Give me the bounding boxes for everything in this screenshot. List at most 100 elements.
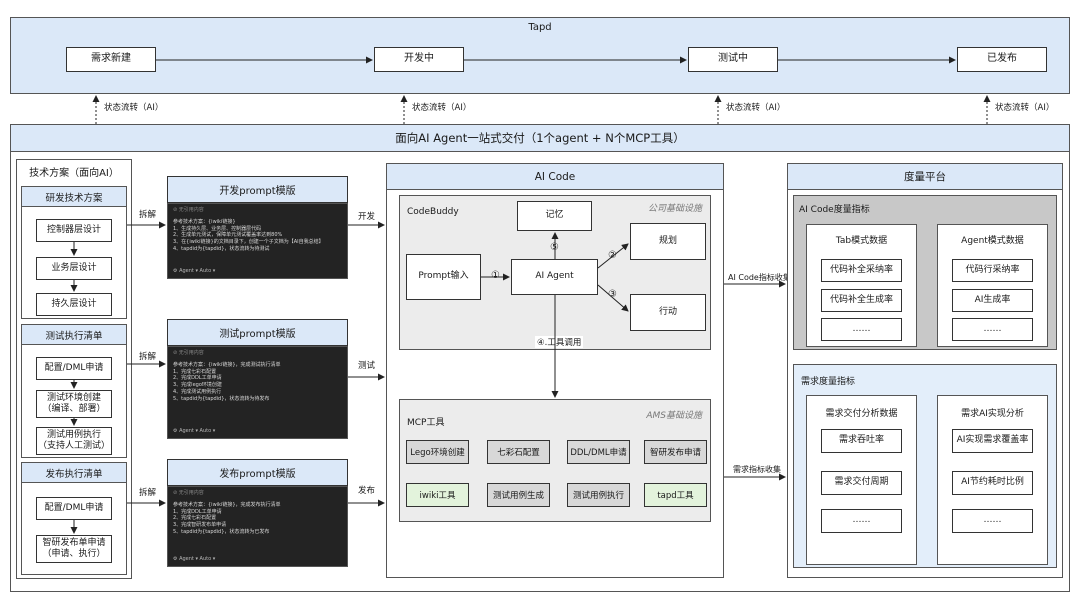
tapd-panel: Tapd xyxy=(10,17,1070,94)
mcp-iwiki[interactable]: iwiki工具 xyxy=(406,483,469,507)
test-template-body: ⊘ 无引用内容 参考技术方案：{iwiki链接}，完成测试执行清单 1、完成七彩… xyxy=(167,346,348,439)
rd-service[interactable]: 业务层设计 xyxy=(36,257,112,280)
out-label-dev: 开发 xyxy=(358,212,376,222)
agent-metric-1[interactable]: 代码行采纳率 xyxy=(952,259,1033,282)
dev-template-line: 参考技术方案：{iwiki链接} xyxy=(173,218,236,225)
test-template-line: 2、完成DDL工单申请 xyxy=(173,375,222,382)
tech-title: 技术方案（面向AI） xyxy=(29,168,119,179)
test-template-line: 3、完成lego环境创建 xyxy=(173,382,222,388)
step3-label: ③ xyxy=(608,289,617,300)
tab-metric-1[interactable]: 代码补全采纳率 xyxy=(821,259,902,282)
collect-req-label: 需求指标收集 xyxy=(733,465,781,474)
test-template-header: ⊘ 无引用内容 xyxy=(173,350,204,356)
action-box[interactable]: 行动 xyxy=(630,294,706,331)
dev-template-header: ⊘ 无引用内容 xyxy=(173,207,204,213)
rd-controller[interactable]: 控制器层设计 xyxy=(36,219,112,242)
step5-label: ⑤ xyxy=(550,242,559,253)
stage-dev[interactable]: 开发中 xyxy=(374,47,464,72)
dev-template-line: 2、生成单元测试，保障单元测试覆盖率达到80% xyxy=(173,232,283,239)
mcp-testgen[interactable]: 测试用例生成 xyxy=(487,483,550,507)
split-label-dev: 拆解 xyxy=(139,210,157,220)
test-template-line: 参考技术方案：{iwiki链接}，完成测试执行清单 xyxy=(173,361,281,368)
release-template-line: 参考技术方案：{iwiki链接}，完成发布执行清单 xyxy=(173,501,281,508)
dev-template-line: 3、在{iwiki链接}的文档目录下，创建一个子文档为【AI自我总结】 xyxy=(173,239,324,245)
split-label-release: 拆解 xyxy=(139,488,157,498)
aicode-title: AI Code xyxy=(387,164,723,190)
mcp-rainbow[interactable]: 七彩石配置 xyxy=(487,440,550,464)
req-metrics-title: 需求度量指标 xyxy=(801,377,856,387)
release-template-line: 3、完成智研发布单申请 xyxy=(173,522,227,528)
ai-agent-box[interactable]: AI Agent xyxy=(511,259,598,295)
delivery-metric-3[interactable]: …… xyxy=(821,509,902,533)
test-template-title: 测试prompt模版 xyxy=(167,319,348,346)
step1-label: ① xyxy=(491,270,500,281)
transition-label-3: 状态流转（AI） xyxy=(726,103,786,113)
agent-metric-3[interactable]: …… xyxy=(952,318,1033,341)
mcp-testexec[interactable]: 测试用例执行 xyxy=(567,483,630,507)
release-template-footer[interactable]: ⚙ Agent ▾ Auto ▾ xyxy=(173,556,216,563)
delivery-title: 需求交付分析数据 xyxy=(825,409,898,419)
stage-new[interactable]: 需求新建 xyxy=(66,47,156,72)
plan-box[interactable]: 规划 xyxy=(630,223,706,260)
test-case[interactable]: 测试用例执行 （支持人工测试） xyxy=(36,427,112,455)
mcp-title: MCP工具 xyxy=(407,418,445,428)
release-order[interactable]: 智研发布单申请 （申请、执行） xyxy=(36,535,112,563)
rd-title: 研发技术方案 xyxy=(22,187,126,207)
release-template-body: ⊘ 无引用内容 参考技术方案：{iwiki链接}，完成发布执行清单 1、完成DD… xyxy=(167,486,348,567)
release-template-line: 2、完成七彩石配置 xyxy=(173,515,217,522)
agent-mode-title: Agent模式数据 xyxy=(961,236,1024,246)
test-config[interactable]: 配置/DML申请 xyxy=(36,357,112,380)
codebuddy-title: CodeBuddy xyxy=(407,207,459,217)
transition-label-4: 状态流转（AI） xyxy=(995,103,1055,113)
test-template-line: 5、tapdid为{tapdid}，状态流转为待发布 xyxy=(173,395,270,402)
agent-metric-2[interactable]: AI生成率 xyxy=(952,289,1033,312)
metrics-title: 度量平台 xyxy=(788,164,1062,190)
rd-persistence[interactable]: 持久层设计 xyxy=(36,293,112,316)
test-title: 测试执行清单 xyxy=(22,325,126,345)
memory-box[interactable]: 记忆 xyxy=(517,201,592,231)
dev-template-line: 1、生成持久层、业务层、控制器层代码 xyxy=(173,225,262,232)
ai-impl-title: 需求AI实现分析 xyxy=(961,409,1024,419)
dev-template-title: 开发prompt模版 xyxy=(167,176,348,203)
test-env[interactable]: 测试环境创建 （编译、部署） xyxy=(36,390,112,418)
tab-metric-2[interactable]: 代码补全生成率 xyxy=(821,289,902,312)
aicode-metrics-title: AI Code度量指标 xyxy=(799,205,870,215)
dev-template-line: 4、tapdid为{tapdid}，状态流转为待测试 xyxy=(173,245,270,252)
mcp-lego[interactable]: Lego环境创建 xyxy=(406,440,469,464)
ai-impl-metric-1[interactable]: AI实现需求覆盖率 xyxy=(952,429,1033,453)
out-label-test: 测试 xyxy=(358,361,376,371)
step2-label: ② xyxy=(608,250,617,261)
mcp-ddl[interactable]: DDL/DML申请 xyxy=(567,440,630,464)
mcp-tapd[interactable]: tapd工具 xyxy=(644,483,707,507)
company-infra-label: 公司基础设施 xyxy=(647,204,702,214)
dev-template-body: ⊘ 无引用内容 参考技术方案：{iwiki链接} 1、生成持久层、业务层、控制器… xyxy=(167,203,348,279)
tapd-title: Tapd xyxy=(528,22,552,33)
main-title: 面向AI Agent一站式交付（1个agent + N个MCP工具） xyxy=(11,125,1069,152)
release-template-header: ⊘ 无引用内容 xyxy=(173,490,204,496)
out-label-release: 发布 xyxy=(358,486,376,496)
test-template-line: 4、完成测试用例执行 xyxy=(173,388,222,395)
split-label-test: 拆解 xyxy=(139,352,157,362)
tab-metric-3[interactable]: …… xyxy=(821,318,902,341)
delivery-metric-2[interactable]: 需求交付周期 xyxy=(821,471,902,495)
ai-impl-metric-3[interactable]: …… xyxy=(952,509,1033,533)
collect-aicode-label: AI Code指标收集 xyxy=(728,273,791,282)
stage-test[interactable]: 测试中 xyxy=(688,47,778,72)
ai-impl-metric-2[interactable]: AI节约耗时比例 xyxy=(952,471,1033,495)
release-template-line: 5、tapdid为{tapdid}，状态流转为已发布 xyxy=(173,528,270,535)
test-template-footer[interactable]: ⚙ Agent ▾ Auto ▾ xyxy=(173,428,216,435)
ams-infra-label: AMS基础设施 xyxy=(646,411,702,421)
delivery-metric-1[interactable]: 需求吞吐率 xyxy=(821,429,902,453)
mcp-release[interactable]: 智研发布申请 xyxy=(644,440,707,464)
release-template-title: 发布prompt模版 xyxy=(167,459,348,486)
transition-label-1: 状态流转（AI） xyxy=(104,103,164,113)
release-config[interactable]: 配置/DML申请 xyxy=(36,497,112,520)
tab-mode-title: Tab模式数据 xyxy=(835,236,888,246)
stage-released[interactable]: 已发布 xyxy=(957,47,1047,72)
release-title: 发布执行清单 xyxy=(22,463,126,483)
dev-template-footer[interactable]: ⚙ Agent ▾ Auto ▾ xyxy=(173,268,216,275)
tool-call-label: ④.工具调用 xyxy=(535,336,584,348)
transition-label-2: 状态流转（AI） xyxy=(412,103,472,113)
test-template-line: 1、完成七彩石配置 xyxy=(173,368,217,375)
prompt-input-box[interactable]: Prompt输入 xyxy=(406,254,481,300)
